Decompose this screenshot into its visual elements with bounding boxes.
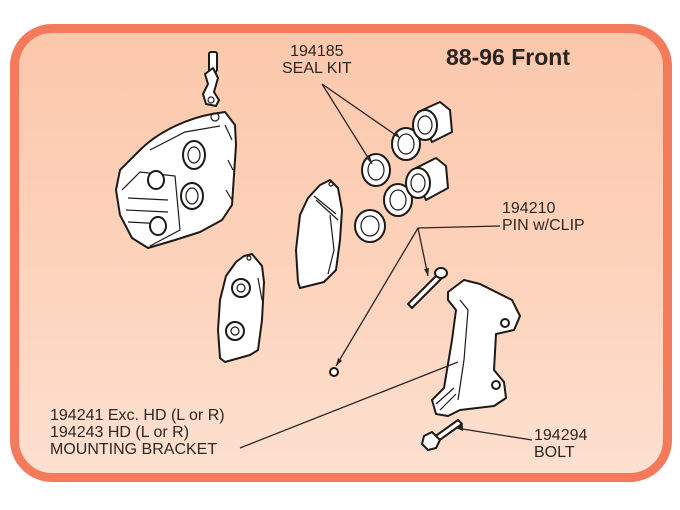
pin-name: PIN w/CLIP bbox=[502, 217, 585, 234]
leader-lines bbox=[239, 83, 533, 449]
mounting-bracket bbox=[431, 279, 521, 417]
bolt-part-number: 194294 bbox=[534, 427, 588, 444]
brake-caliper bbox=[115, 111, 237, 249]
bracket-bolt bbox=[421, 419, 463, 451]
pin-part-number: 194210 bbox=[502, 200, 556, 217]
seal-kit-part-number: 194185 bbox=[290, 43, 344, 60]
guide-pin bbox=[407, 267, 448, 309]
seal-kit-name: SEAL KIT bbox=[282, 60, 352, 77]
bracket-part-number-standard: 194241 Exc. HD (L or R) bbox=[50, 407, 225, 424]
pistons bbox=[405, 101, 453, 201]
bracket-name: MOUNTING BRACKET bbox=[50, 441, 218, 458]
bracket-part-number-hd: 194243 HD (L or R) bbox=[50, 424, 190, 441]
bolt-name: BOLT bbox=[534, 444, 575, 461]
diagram-title: 88-96 Front bbox=[446, 44, 570, 70]
piston-seals bbox=[354, 127, 421, 243]
seal-kit-callout: 194185 SEAL KIT bbox=[282, 43, 352, 77]
diagram-panel bbox=[10, 24, 672, 482]
bracket-callout: 194241 Exc. HD (L or R) 194243 HD (L or … bbox=[50, 407, 225, 458]
outer-brake-pad bbox=[217, 253, 265, 363]
bleeder-fitting bbox=[202, 51, 220, 107]
pin-callout: 194210 PIN w/CLIP bbox=[502, 200, 585, 234]
bolt-callout: 194294 BOLT bbox=[534, 427, 587, 461]
inner-brake-pad bbox=[295, 179, 343, 289]
pin-clip bbox=[329, 367, 339, 377]
